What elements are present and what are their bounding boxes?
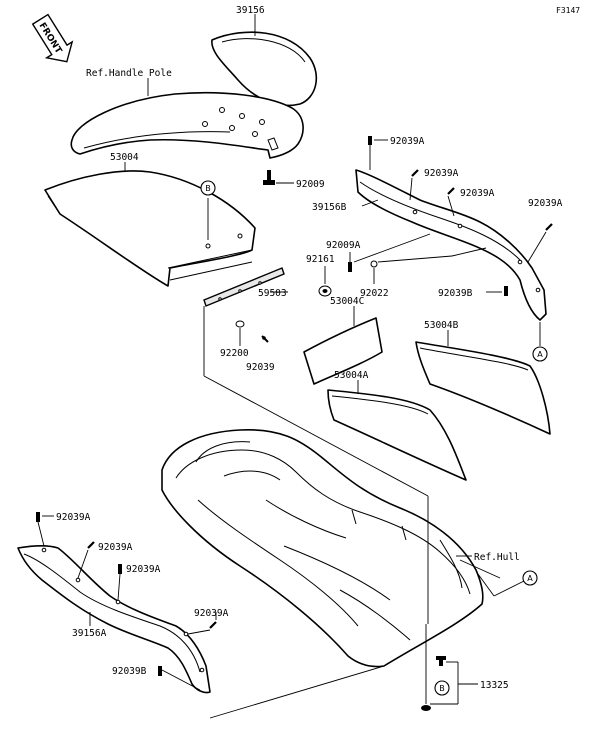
label-92039A-5: 92039A: [56, 512, 91, 523]
trim-39156A: [17, 544, 211, 694]
label-92039A-4: 92039A: [528, 198, 563, 209]
label-39156B: 39156B: [312, 202, 347, 213]
label-39156A: 39156A: [72, 628, 107, 639]
label-53004A: 53004A: [334, 370, 369, 381]
label-92039B-1: 92039B: [438, 288, 473, 299]
rivet-92039A-8: [187, 621, 217, 635]
label-92039B-2: 92039B: [112, 666, 147, 677]
plug-13325-bottom: [421, 705, 431, 711]
label-92039A-7: 92039A: [126, 564, 161, 575]
strip-59503: [203, 267, 285, 307]
rivet-92039A-5: [36, 512, 45, 547]
washer-92200: [235, 320, 245, 328]
label-92039A-1: 92039A: [390, 136, 425, 147]
screw-92009A: [348, 262, 352, 272]
label-39156: 39156: [236, 5, 265, 16]
rivet-92039A-2: [409, 169, 419, 201]
rivet-92039A-1: [368, 136, 372, 170]
label-92009A: 92009A: [326, 240, 361, 251]
rear-seat-39156: [211, 31, 318, 107]
callout-a-right: A: [537, 350, 543, 359]
label-92039A-8: 92039A: [194, 608, 229, 619]
callout-b-upper: B: [205, 184, 211, 193]
plug-13325-top: [436, 656, 446, 666]
pad-53004C: [303, 317, 383, 385]
pad-53004: [44, 170, 256, 287]
hull-ref: [161, 429, 484, 668]
label-92039A-6: 92039A: [98, 542, 133, 553]
pad-53004A: [327, 389, 467, 481]
label-53004B: 53004B: [424, 320, 459, 331]
pad-53004B: [415, 341, 551, 435]
label-92009: 92009: [296, 179, 325, 190]
label-53004C: 53004C: [330, 296, 364, 307]
label-92039A-3: 92039A: [460, 188, 495, 199]
label-92161: 92161: [306, 254, 335, 265]
rivet-92039A-6: [77, 541, 95, 579]
label-53004: 53004: [110, 152, 139, 163]
front-arrow-icon: FRONT: [31, 13, 74, 63]
label-59503: 59503: [258, 288, 287, 299]
label-13325: 13325: [480, 680, 509, 691]
bolt-92009: [263, 170, 275, 185]
ref-handle-pole: Ref.Handle Pole: [86, 68, 172, 79]
rivet-92039A-4: [527, 223, 553, 263]
nut-92022: [370, 260, 378, 268]
ref-hull: Ref.Hull: [474, 552, 520, 563]
rivet-92039A-7: [117, 564, 122, 601]
label-92039: 92039: [246, 362, 275, 373]
grommet-92161: [318, 285, 332, 297]
callout-b-lower: B: [439, 684, 445, 693]
label-92200: 92200: [220, 348, 249, 359]
rivet-92039B-1: [504, 286, 508, 296]
label-92022: 92022: [360, 288, 389, 299]
handle-pole-ref: [70, 91, 304, 159]
rivet-92039B-2: [158, 666, 162, 676]
callout-a-lower: A: [527, 574, 533, 583]
trim-39156B: [355, 169, 547, 321]
rivet-92039A-3: [447, 187, 455, 217]
rivet-92039: [261, 335, 269, 343]
label-92039A-2: 92039A: [424, 168, 459, 179]
diagram-code: F3147: [556, 6, 580, 15]
